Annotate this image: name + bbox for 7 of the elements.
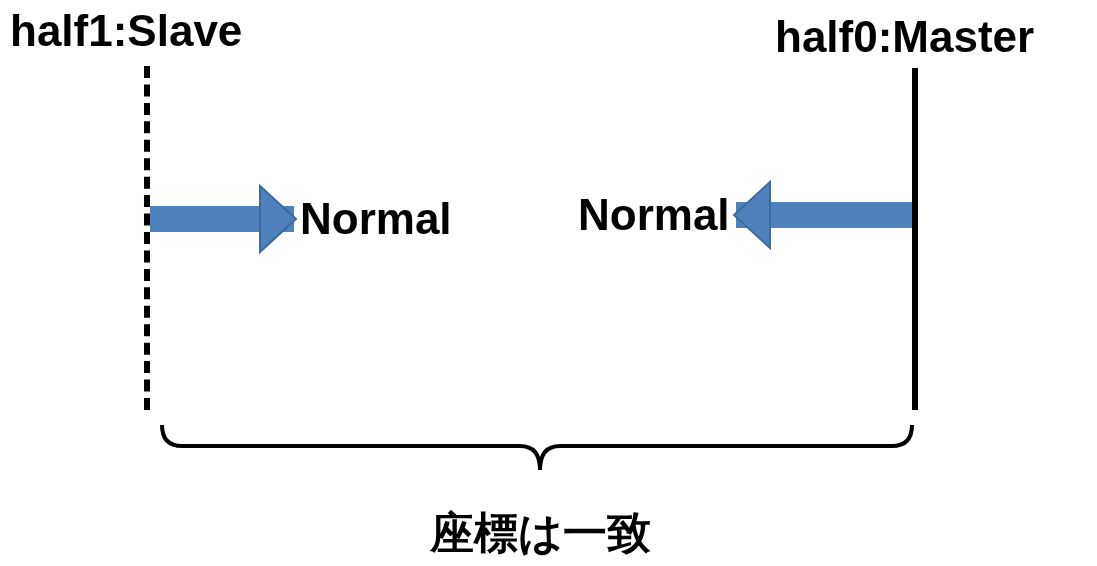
text-label: Normal bbox=[300, 194, 452, 244]
line-heading: half1:Slave bbox=[10, 6, 243, 56]
caption-text: 座標は一致 bbox=[429, 508, 651, 558]
line-heading: half0:Master bbox=[775, 12, 1035, 62]
block-arrow bbox=[150, 185, 297, 253]
text-label: Normal bbox=[578, 190, 730, 240]
block-arrow bbox=[733, 181, 912, 249]
